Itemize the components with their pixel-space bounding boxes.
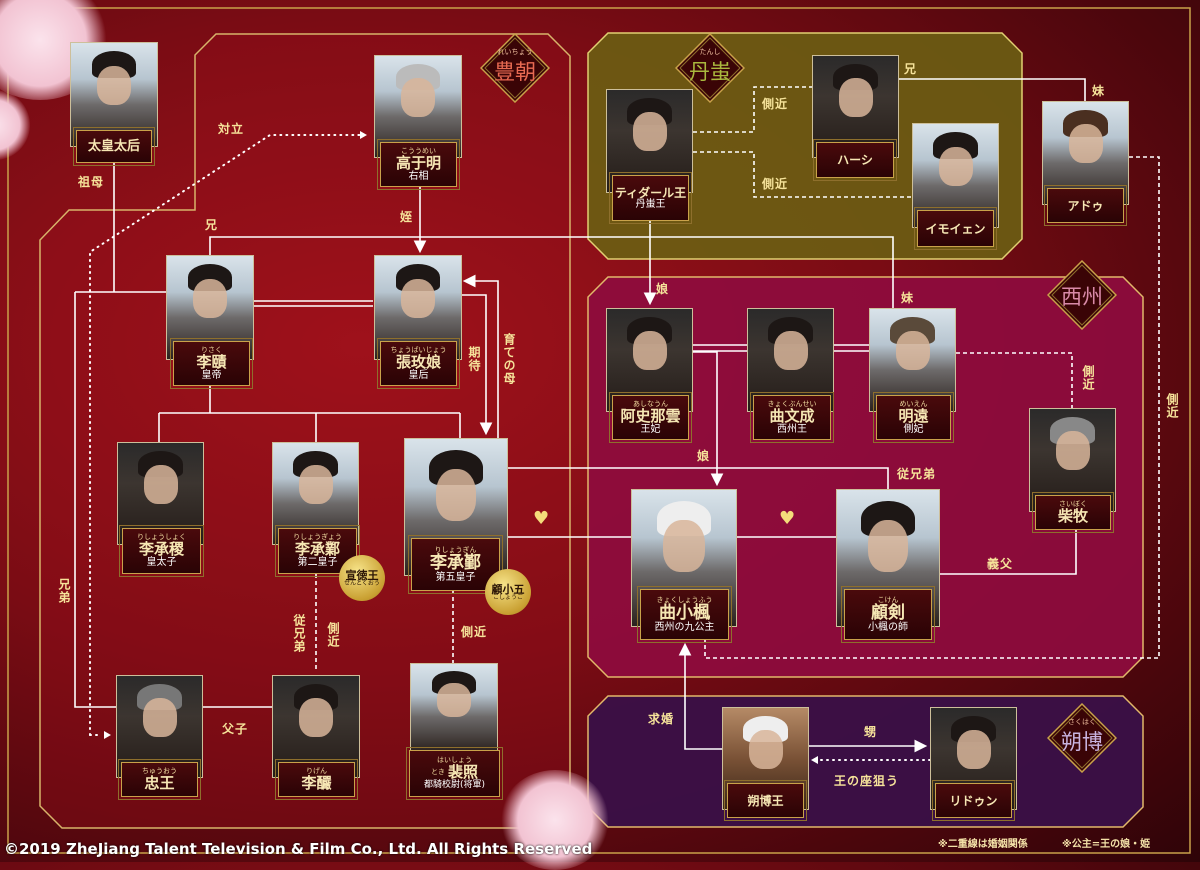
name-plate: きょくぶんせい曲文成西州王 (750, 392, 834, 443)
relation-label: 妹 (901, 291, 915, 305)
name-plate: きょくしょうふう曲小楓西州の九公主 (637, 586, 732, 643)
relation-label: 兄 (205, 218, 219, 232)
portrait-photo (606, 308, 693, 412)
footnote: ※公主=王の娘・姫 (1062, 839, 1151, 850)
portrait-photo (70, 42, 158, 147)
portrait-photo (272, 675, 360, 778)
name-plate: めいえん明遠側妃 (873, 392, 954, 443)
relation-label: 従兄弟 (897, 467, 937, 481)
hou-dynasty-panel (39, 33, 571, 829)
outer-frame (7, 7, 1191, 854)
relation-label: 側近 (1165, 393, 1179, 419)
name-plate: イモイェン (914, 207, 997, 250)
name-plate: りげん李釅 (275, 759, 358, 800)
name-plate: 太皇太后 (73, 127, 155, 166)
relation-label: 側近 (762, 177, 789, 191)
relation-label: 対立 (218, 122, 245, 136)
name-plate: さいぼく柴牧 (1032, 492, 1114, 533)
name-plate: ハーシ (813, 139, 897, 181)
name-plate: ちょうばいじょう張玫娘皇后 (377, 338, 460, 389)
relation-label: 甥 (864, 725, 878, 739)
portrait-photo (374, 55, 462, 158)
name-plate: はいしょうとき裴照都騎校尉(将軍) (406, 747, 503, 800)
relation-label: 育ての母 (502, 333, 516, 385)
portrait-photo (747, 308, 834, 412)
portrait-photo (410, 663, 498, 753)
relation-label: 祖母 (78, 175, 105, 189)
relation-label: 従兄弟 (292, 614, 306, 653)
name-plate: ちゅうおう忠王 (118, 759, 201, 800)
relation-label: 側近 (762, 97, 789, 111)
relation-label: 娘 (656, 282, 670, 296)
relation-label: 王の座狙う (834, 774, 900, 788)
name-plate: 朔博王 (724, 780, 807, 821)
relation-label: 妹 (1092, 84, 1106, 98)
alias-badge: 顧小五こしょうご (485, 569, 531, 615)
emblem-sakuhaku: さくはく 朔博 (1047, 703, 1117, 773)
emblem-tanshi: たんし 丹蚩 (675, 33, 745, 103)
portrait-photo (1042, 101, 1129, 205)
name-plate: あしなうん阿史那雲王妃 (609, 392, 692, 443)
relation-label: 姪 (400, 210, 414, 224)
alias-badge: 宣徳王せんとくおう (339, 555, 385, 601)
cherry-blossom-decoration (500, 770, 610, 870)
name-plate: こううめい高于明右相 (377, 139, 460, 190)
portrait-photo (117, 442, 204, 545)
heart-icon: ♥ (779, 508, 796, 529)
relation-label: 兄弟 (57, 578, 71, 604)
copyright: ©2019 ZheJiang Talent Television & Film … (4, 840, 593, 858)
relation-label: 娘 (697, 449, 711, 463)
portrait-photo (272, 442, 359, 545)
relation-label: 求婚 (648, 712, 675, 726)
heart-icon: ♥ (533, 508, 550, 529)
name-plate: アドゥ (1044, 185, 1127, 226)
portrait-photo (869, 308, 956, 412)
name-plate: リドゥン (932, 780, 1015, 821)
name-plate: りしょうしょく李承稷皇太子 (119, 525, 204, 577)
name-plate: こけん顧剣小楓の師 (841, 586, 935, 643)
relation-label: 期待 (467, 346, 481, 372)
name-plate: りさく李賾皇帝 (170, 338, 253, 389)
portrait-photo (116, 675, 203, 778)
relation-label: 父子 (222, 722, 249, 736)
emblem-hou: れいちょう 豊朝 (480, 33, 550, 103)
relation-label: 側近 (461, 625, 488, 639)
name-plate: ティダール王丹蚩王 (609, 172, 692, 224)
name-plate: りしょうぎん李承鄞第五皇子 (408, 535, 503, 594)
emblem-seishu: 西州 (1047, 260, 1117, 330)
relation-label: 側近 (1081, 365, 1095, 391)
relation-label: 義父 (987, 557, 1014, 571)
portrait-photo (812, 55, 899, 158)
footnote: ※二重線は婚姻関係 (938, 839, 1028, 850)
relation-label: 兄 (904, 62, 918, 76)
relation-label: 側近 (326, 622, 340, 648)
